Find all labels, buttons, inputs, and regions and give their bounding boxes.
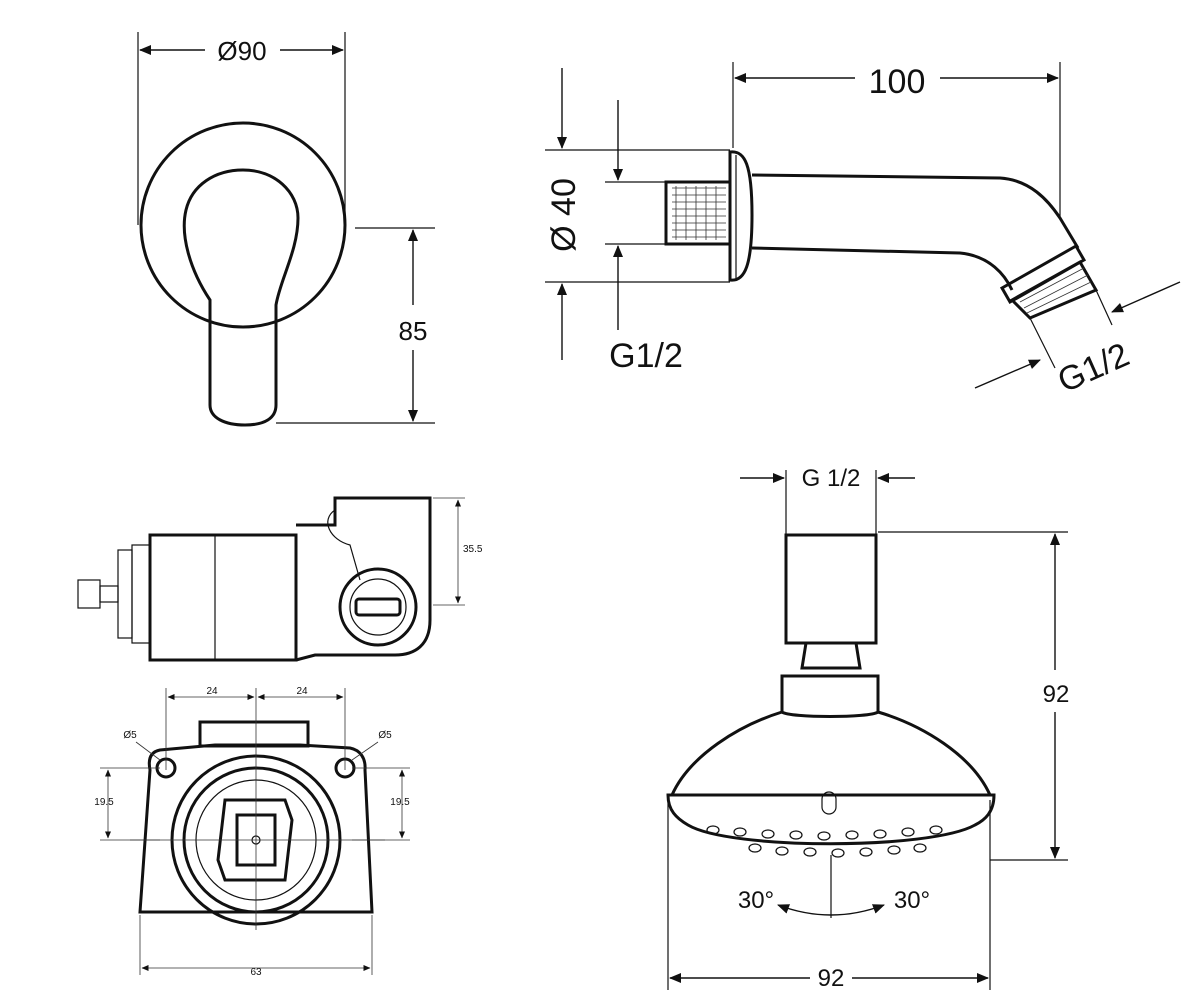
valve-mounting-plate (138, 743, 374, 914)
outlet-dimension-arrow-right (1111, 281, 1181, 313)
valve-nut (117, 549, 133, 639)
head-connector (784, 533, 878, 645)
head-height-label: 92 (1043, 681, 1070, 708)
left-offset-label: 24 (206, 686, 218, 697)
valve-side-view: 35.5 (77, 496, 483, 662)
right-height-label: 19.5 (390, 797, 410, 808)
arm-tube-lower (751, 246, 1014, 291)
head-dome (669, 710, 993, 797)
valve-port-slot (354, 597, 402, 617)
outlet-thread-label: G1/2 (1052, 336, 1135, 401)
arm-length-label: 100 (869, 63, 926, 101)
valve-spindle-neck (99, 585, 119, 603)
outlet-collar (999, 243, 1087, 305)
inlet-thread-body (664, 180, 732, 246)
handle-diameter-label: Ø90 (217, 36, 266, 66)
valve-ring (131, 544, 151, 644)
arm-flange (728, 150, 754, 282)
arm-tube-upper (751, 173, 1080, 249)
inlet-thread-label: G1/2 (609, 337, 683, 375)
outlet-dimension-arrow-left (974, 359, 1041, 389)
valve-spindle (77, 579, 101, 609)
head-collar (780, 674, 880, 718)
valve-front-cartridge (216, 798, 294, 882)
right-hole-label: Ø5 (378, 730, 392, 741)
outlet-thread-hatching (1019, 267, 1092, 314)
valve-front-view: 24 24 Ø5 Ø5 19.5 19.5 63 (94, 686, 410, 978)
head-left-angle-label: 30° (738, 887, 774, 914)
left-height-label: 19.5 (94, 797, 114, 808)
valve-width-label: 63 (250, 967, 262, 978)
flange-diameter-label: Ø 40 (545, 178, 583, 252)
handle-height-label: 85 (399, 316, 428, 346)
escutcheon-outline (139, 121, 347, 329)
outlet-extension-left (1029, 317, 1056, 369)
outlet-thread-body (1009, 259, 1099, 320)
head-tilt-arc (777, 904, 885, 916)
head-width-label: 92 (818, 965, 845, 992)
outlet-extension-right (1095, 289, 1113, 326)
head-thread-label: G 1/2 (802, 465, 861, 492)
inlet-thread-hatching (672, 186, 726, 240)
valve-housing (295, 496, 432, 662)
handle-view: Ø90 85 (137, 32, 435, 427)
right-offset-label: 24 (296, 686, 308, 697)
valve-top-tab (198, 720, 310, 748)
shower-arm-view: 100 Ø 40 G1/2 G1/2 (545, 62, 1181, 401)
right-hole-leader (351, 741, 379, 761)
head-swivel-joint (800, 641, 862, 670)
lever-handle-outline (182, 168, 300, 427)
side-height-label: 35.5 (463, 544, 483, 555)
valve-cartridge-body (148, 533, 298, 662)
shower-head-view: G 1/2 92 92 30° 30° (666, 465, 1070, 992)
left-hole-leader (135, 741, 161, 761)
valve-port-inner (349, 578, 407, 636)
head-face (666, 793, 996, 846)
head-mode-knob (821, 791, 837, 815)
valve-housing-inner-contour (327, 509, 361, 581)
left-hole-label: Ø5 (123, 730, 137, 741)
head-right-angle-label: 30° (894, 887, 930, 914)
head-spray-nozzles (706, 825, 943, 858)
valve-port-outer (338, 567, 418, 647)
